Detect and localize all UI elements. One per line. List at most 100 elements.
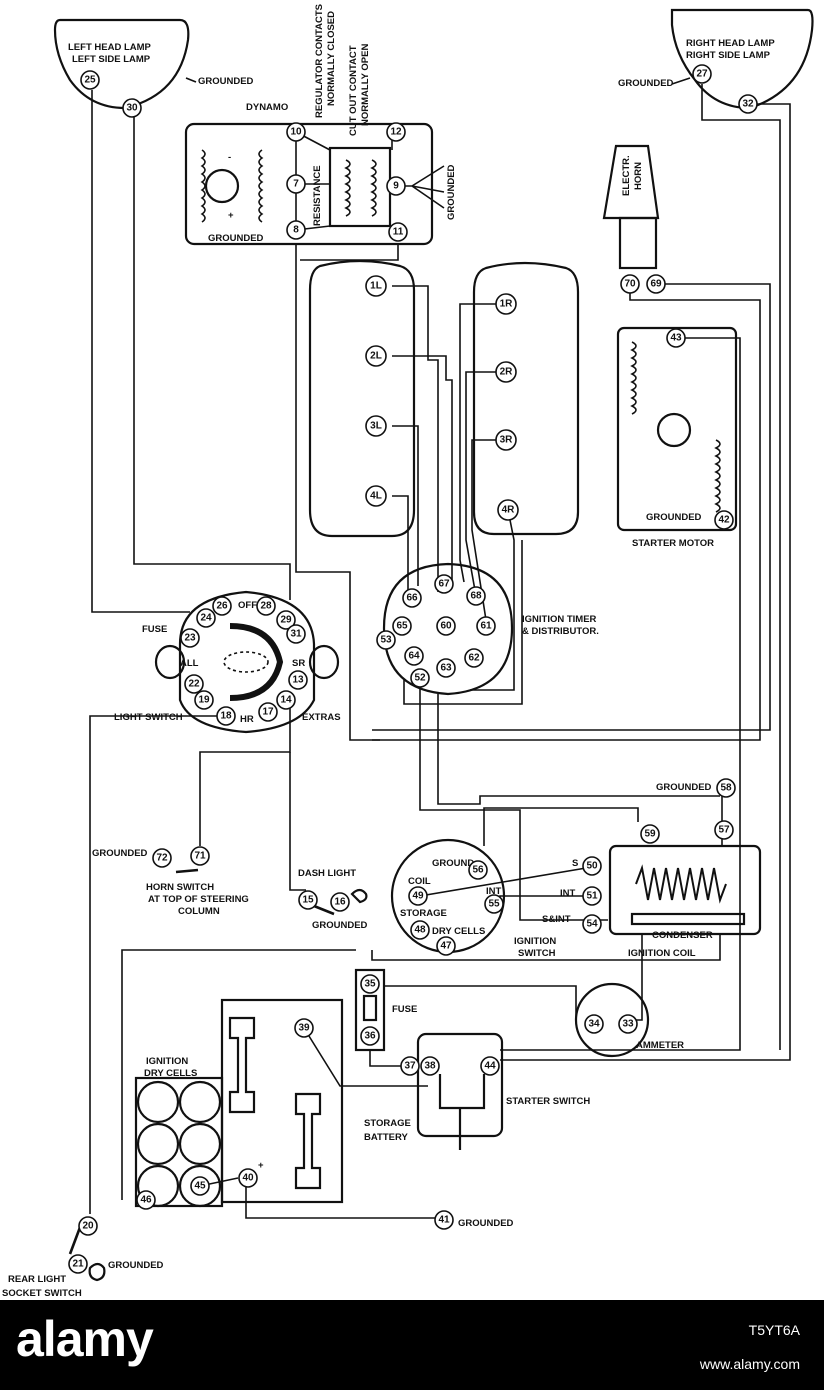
terminal-label: 37 [404,1061,416,1072]
terminal-t12: 12 [386,122,406,142]
wire-right-lamp-32 [500,103,791,1061]
terminal-label: 54 [586,919,598,930]
left-lamp-ground-lead [185,77,197,83]
terminal-label: 63 [440,663,452,674]
storage-battery-case [220,998,344,1204]
terminal-label: 26 [216,601,228,612]
terminal-label: 52 [414,673,426,684]
terminal-label: 57 [718,825,730,836]
terminal-t8: 8 [286,220,306,240]
left-lamp-grounded: GROUNDED [198,76,254,87]
wire-ammeter-33 [628,934,643,1021]
terminal-t34: 34 [584,1014,604,1034]
site-url: www.alamy.com [699,1356,800,1372]
terminal-t7: 7 [286,174,306,194]
light-switch-right-lug [308,644,340,680]
horn-switch-label-1: HORN SWITCH [146,882,214,893]
terminal-label: 51 [586,891,598,902]
terminal-label: 21 [72,1259,84,1270]
regulator-coil [344,159,351,217]
storage-battery-label-2: BATTERY [364,1132,408,1143]
terminal-t64: 64 [404,646,424,666]
rear-light-label-1: REAR LIGHT [8,1274,66,1285]
battery-cell-2 [294,1092,322,1190]
wire-dry-cells-bus [371,934,721,961]
wire-main-fuse-35 [384,985,577,1020]
ignition-switch-label-1: IGNITION [514,936,556,947]
wire-horn-70 [372,284,761,741]
dry-cell-2 [178,1080,222,1124]
wire-dynamo-bus [295,244,380,741]
wire-timer-52-coil [419,680,608,921]
terminal-label: 33 [622,1019,634,1030]
terminal-label: 59 [644,829,656,840]
terminal-t24: 24 [196,608,216,628]
terminal-t43: 43 [666,328,686,348]
right-lamp-label-1: RIGHT HEAD LAMP [686,38,775,49]
terminal-label: 64 [408,651,420,662]
regulator-label-1: REGULATOR CONTACTS [314,4,325,118]
terminal-t3L: 3L [365,415,387,437]
terminal-label: 55 [488,899,500,910]
timer-label-2: & DISTRIBUTOR. [522,626,599,637]
terminal-t37: 37 [400,1056,420,1076]
rear-light-label-2: SOCKET SWITCH [2,1288,82,1299]
coil-s-label: S [572,858,578,869]
terminal-t16: 16 [330,892,350,912]
terminal-label: 67 [438,579,450,590]
cutout-label-2: NORMALLY OPEN [360,44,371,126]
dash-light-grounded: GROUNDED [312,920,368,931]
wire-light-switch-extras [199,700,291,846]
terminal-label: 56 [472,865,484,876]
terminal-t42: 42 [714,510,734,530]
terminal-label: 20 [82,1221,94,1232]
horn-base [618,216,658,270]
terminal-label: 61 [480,621,492,632]
starter-motor-field-bottom [714,439,721,513]
wire-timer-bottom [403,540,523,705]
terminal-t45: 45 [190,1176,210,1196]
wire-3L [392,425,419,586]
terminal-label: 18 [220,711,232,722]
cutout-label-1: CUT OUT CONTACT [348,45,359,136]
condenser-label: CONDENSER [652,930,713,941]
starter-switch-label: STARTER SWITCH [506,1096,590,1107]
main-fuse-cartridge [362,994,378,1022]
light-switch-lamp [223,651,269,673]
dynamo-field-coil [200,149,206,223]
terminal-label: 48 [414,925,426,936]
left-lamp-label-2: LEFT SIDE LAMP [72,54,151,65]
terminal-t63: 63 [436,658,456,678]
terminal-label: 9 [393,181,399,192]
left-cylinder-bank [308,259,416,538]
condenser [630,912,746,926]
ignition-coil-label: IGNITION COIL [628,948,696,959]
terminal-t69: 69 [646,274,666,294]
rear-light-bulb [88,1262,106,1282]
terminal-t36: 36 [360,1026,380,1046]
terminal-label: 11 [393,227,404,238]
terminal-t14: 14 [276,690,296,710]
terminal-t60: 60 [436,616,456,636]
terminal-t28: 28 [256,596,276,616]
dynamo-armature [204,168,240,204]
ignition-switch-storage: STORAGE [400,908,447,919]
terminal-t62: 62 [464,648,484,668]
alamy-logo: alamy [16,1311,154,1367]
horn-switch-label-3: COLUMN [178,906,220,917]
terminal-label: 47 [440,941,452,952]
ignition-switch-coil: COIL [408,876,431,887]
terminal-label: 53 [380,635,392,646]
terminal-t61: 61 [476,616,496,636]
terminal-t47: 47 [436,936,456,956]
terminal-label: 45 [194,1181,206,1192]
regulator-box [328,146,392,228]
horn-switch-label-2: AT TOP OF STEERING [148,894,249,905]
wiring-diagram: LEFT HEAD LAMP LEFT SIDE LAMP GROUNDED R… [2,4,814,1299]
terminal-t38: 38 [420,1056,440,1076]
coil-grounded: GROUNDED [656,782,712,793]
terminal-label: 24 [200,613,212,624]
wire-starter-motor [500,337,741,1051]
left-lamp-label-1: LEFT HEAD LAMP [68,42,152,53]
terminal-label: 34 [588,1019,600,1030]
